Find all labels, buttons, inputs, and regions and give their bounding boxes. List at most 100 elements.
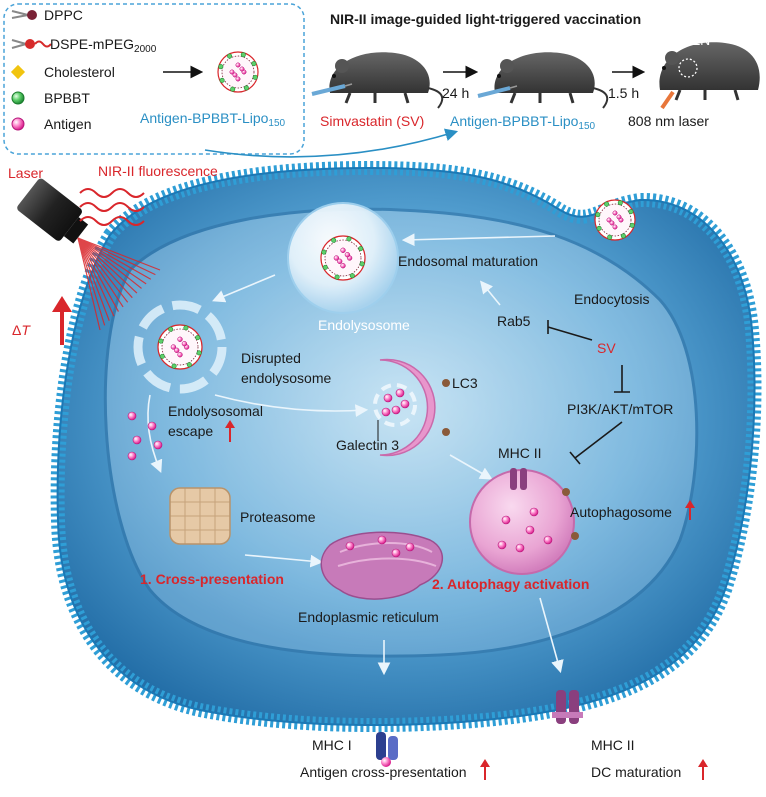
antigen-dot — [235, 76, 241, 82]
escape-label-2: escape — [168, 423, 213, 439]
endocytosis-label: Endocytosis — [574, 291, 649, 307]
autophagosome-to-mhc2-arrow — [539, 597, 564, 674]
escaped-antigen-cluster — [127, 411, 163, 461]
antigen-dot — [174, 347, 180, 353]
liposome-bilayer — [324, 239, 362, 277]
proteasome-to-er-arrow — [244, 554, 324, 568]
legend-cholesterol: Cholesterol — [44, 64, 115, 80]
pln-label: PLN — [683, 32, 710, 48]
laser-ray — [77, 237, 161, 271]
autophagy-activation-label: 2. Autophagy activation — [432, 576, 589, 592]
bpbbt-dot — [227, 53, 233, 59]
legend-formulation: Antigen-BPBBT-Lipo150 — [140, 110, 286, 129]
antigen-dot — [340, 247, 346, 253]
legend-dspe-sub: 2000 — [134, 44, 157, 55]
bpbbt-dot — [243, 85, 249, 91]
pi3k-inhibits-autophagy — [569, 421, 623, 465]
bpbbt-dot — [349, 273, 355, 279]
escape-arrow — [147, 394, 163, 473]
bpbbt-dot — [159, 353, 165, 359]
antigen-cross-label: Antigen cross-presentation — [300, 764, 467, 780]
laser-ray — [77, 237, 115, 317]
endolysosome-to-disrupted-arrow — [212, 274, 276, 303]
laser-step-label: 808 nm laser — [628, 113, 709, 129]
antigen-dot — [181, 341, 188, 347]
disrupted-label-1: Disrupted — [241, 350, 301, 366]
lc3-label: LC3 — [452, 375, 478, 391]
escape-label-1: Endolysosomal — [168, 403, 263, 419]
antigen-dot — [337, 258, 343, 264]
antigen-icon — [11, 117, 25, 131]
bpbbt-dot — [596, 225, 602, 231]
bpbbt-dot — [252, 74, 258, 80]
galectin-vesicle — [373, 383, 417, 427]
bpbbt-dot — [219, 77, 225, 83]
bpbbt-dot — [195, 335, 201, 341]
sv-inhibits-rab5 — [547, 320, 593, 341]
liposome-bilayer — [598, 203, 632, 237]
bpbbt-dot — [620, 233, 626, 239]
cross-presentation-label: 1. Cross-presentation — [140, 571, 284, 587]
antigen-dot — [515, 543, 525, 553]
phagophore-crescent — [379, 358, 436, 457]
header-formulation-label: Antigen-BPBBT-Lipo — [450, 113, 579, 129]
bpbbt-dot — [604, 201, 610, 207]
delta-symbol: Δ — [12, 322, 21, 338]
lc3-marker-2-icon — [442, 428, 450, 436]
laser-ray — [77, 237, 133, 299]
mhc2-inner-icon — [510, 468, 527, 490]
sv-label: SV — [597, 340, 616, 356]
antigen-dot — [235, 62, 241, 68]
antigen-dot — [229, 69, 235, 75]
laser-ray — [77, 237, 142, 289]
antigen-dot — [400, 399, 410, 409]
mhc1-label: MHC I — [312, 737, 352, 753]
antigen-dot — [333, 255, 340, 261]
antigen-dot — [377, 535, 387, 545]
bpbbt-dot — [171, 363, 177, 369]
antigen-dot — [383, 393, 393, 403]
legend-formulation-sub: 150 — [268, 118, 285, 129]
bpbbt-dot — [218, 64, 224, 70]
autophagosome-up-arrow-icon — [685, 500, 695, 520]
bpbbt-dot — [158, 338, 164, 344]
header-formulation-sub: 150 — [578, 121, 595, 132]
disrupted-to-galectin-arrow — [214, 394, 369, 418]
nir-fluorescence-label: NIR-II fluorescence — [98, 163, 218, 179]
autophagosome-lc3-icon — [562, 488, 570, 496]
autophagosome-antigen-cluster — [497, 507, 553, 553]
antigen-dot — [405, 542, 415, 552]
delta-t-label: ΔT — [12, 322, 31, 338]
bpbbt-icon — [11, 91, 25, 105]
antigen-dot — [609, 220, 615, 226]
laser-ray — [77, 237, 156, 276]
laser-ray — [77, 237, 138, 294]
dc-maturation-up-arrow-icon — [698, 759, 708, 780]
bpbbt-dot — [334, 274, 340, 280]
header-formulation: Antigen-BPBBT-Lipo150 — [450, 113, 596, 132]
laser-ray — [77, 237, 124, 308]
legend-formulation-label: Antigen-BPBBT-Lipo — [140, 110, 269, 126]
laser-label: Laser — [8, 165, 43, 181]
er-label: Endoplasmic reticulum — [298, 609, 439, 625]
header-title: NIR-II image-guided light-triggered vacc… — [330, 11, 641, 27]
laser-ray — [77, 237, 110, 321]
bpbbt-dot — [183, 325, 189, 331]
fluorescence-wave-icon — [79, 188, 145, 226]
mhc1-icon — [376, 732, 398, 767]
crescent-to-autophagosome-arrow — [449, 454, 493, 480]
antigen-dot — [344, 252, 351, 258]
incoming-liposome-icon — [594, 199, 636, 241]
antigen-dot — [497, 540, 507, 550]
rab5-label: Rab5 — [497, 313, 531, 329]
antigen-dot — [170, 344, 177, 350]
antigen-dot — [177, 336, 183, 342]
interval-24h: 24 h — [442, 85, 469, 101]
antigen-dot — [616, 214, 622, 220]
maturation-arrow — [401, 233, 556, 247]
antigen-dot — [612, 210, 618, 216]
bpbbt-dot — [196, 350, 202, 356]
antigen-dot — [529, 507, 539, 517]
legend-dspe: DSPE-mPEG2000 — [50, 36, 157, 55]
